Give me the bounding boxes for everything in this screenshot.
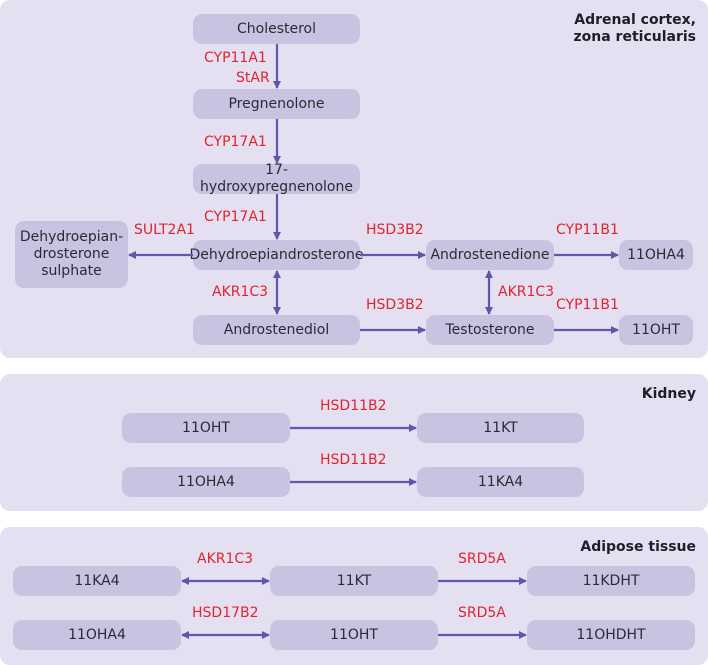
enzyme-hsd11b2-2: HSD11B2 [320, 452, 387, 468]
panel-kidney: Kidney [0, 374, 708, 511]
node-11ohT-adrenal[interactable]: 11OHT [619, 315, 693, 345]
dheas-line-3: sulphate [41, 263, 102, 279]
enzyme-akr1c3-1: AKR1C3 [212, 284, 269, 300]
enzyme-star: StAR [236, 70, 270, 86]
node-dhea[interactable]: Dehydroepiandrosterone [189, 240, 364, 270]
enzyme-cyp11a1: CYP11A1 [204, 50, 267, 66]
enzyme-hsd17b2: HSD17B2 [192, 605, 259, 621]
title-line-1: Adrenal cortex, [574, 12, 696, 28]
node-11ohT-kidney[interactable]: 11OHT [122, 413, 290, 443]
node-11kDHT-adipose[interactable]: 11KDHT [527, 566, 695, 596]
enzyme-srd5a-1: SRD5A [458, 551, 506, 567]
node-11ohA4-kidney[interactable]: 11OHA4 [122, 467, 290, 497]
node-testosterone[interactable]: Testosterone [426, 315, 554, 345]
panel-title-kidney: Kidney [641, 386, 696, 402]
node-17-hydroxypregnenolone[interactable]: 17-hydroxypregnenolone [193, 162, 360, 195]
node-dhea-sulphate[interactable]: Dehydroepian- drosterone sulphate [15, 221, 128, 288]
title-line-2: zona reticularis [573, 29, 697, 45]
node-11kA4-kidney[interactable]: 11KA4 [417, 467, 584, 497]
node-11kT-kidney[interactable]: 11KT [417, 413, 584, 443]
node-androstenedione[interactable]: Androstenedione [426, 240, 554, 270]
node-pregnenolone[interactable]: Pregnenolone [193, 89, 360, 119]
enzyme-akr1c3-adipose: AKR1C3 [197, 551, 254, 567]
enzyme-hsd3b2-2: HSD3B2 [366, 297, 424, 313]
panel-title-adipose: Adipose tissue [580, 539, 696, 555]
enzyme-hsd3b2-1: HSD3B2 [366, 222, 424, 238]
node-11kT-adipose[interactable]: 11KT [270, 566, 438, 596]
enzyme-akr1c3-2: AKR1C3 [498, 284, 555, 300]
node-11ohT-adipose[interactable]: 11OHT [270, 620, 438, 650]
panel-title-adrenal: Adrenal cortex, zona reticularis [574, 12, 697, 46]
enzyme-cyp17a1-2: CYP17A1 [204, 209, 267, 225]
dheas-line-2: drosterone [33, 246, 110, 262]
enzyme-cyp11b1-2: CYP11B1 [556, 297, 619, 313]
node-androstenediol[interactable]: Androstenediol [193, 315, 360, 345]
node-11ohDHT-adipose[interactable]: 11OHDHT [527, 620, 695, 650]
enzyme-srd5a-2: SRD5A [458, 605, 506, 621]
node-11kA4-adipose[interactable]: 11KA4 [13, 566, 181, 596]
enzyme-hsd11b2-1: HSD11B2 [320, 398, 387, 414]
node-11ohA4-adipose[interactable]: 11OHA4 [13, 620, 181, 650]
enzyme-sult2a1: SULT2A1 [134, 222, 195, 238]
enzyme-cyp17a1-1: CYP17A1 [204, 134, 267, 150]
enzyme-cyp11b1-1: CYP11B1 [556, 222, 619, 238]
node-11ohA4-adrenal[interactable]: 11OHA4 [619, 240, 693, 270]
dheas-line-1: Dehydroepian- [19, 229, 124, 245]
node-cholesterol[interactable]: Cholesterol [193, 14, 360, 44]
